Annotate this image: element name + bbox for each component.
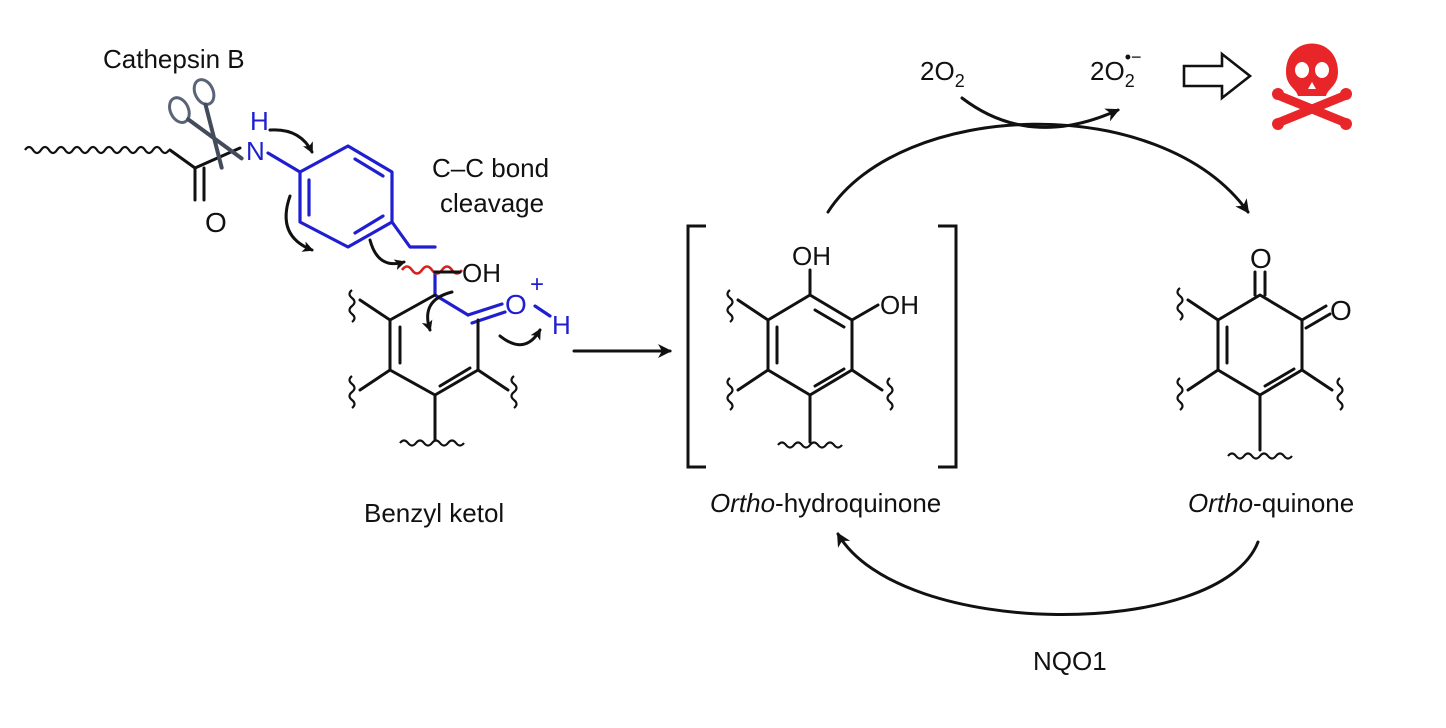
scissors-icon — [168, 78, 244, 170]
peptide-chain — [24, 145, 170, 155]
core-wavy-3 — [510, 375, 518, 409]
bond-cleavage-label-1: C–C bond — [432, 153, 549, 183]
nh-nitrogen: N — [246, 136, 265, 166]
electron-arrow-2 — [284, 194, 314, 252]
bracket-right — [938, 224, 958, 469]
hq-wavy-1 — [726, 289, 734, 323]
oxonium-h-bond — [533, 304, 552, 318]
superoxide-subscript: 2 — [1125, 71, 1135, 91]
skull-crossbones-icon — [1272, 43, 1352, 130]
hydroquinone-label-rest: -hydroquinone — [775, 488, 941, 518]
q-wavy-2 — [1176, 377, 1184, 411]
amide-carbonyl — [193, 166, 206, 202]
electron-arrow-4 — [421, 290, 454, 332]
hq-wavy-4 — [777, 441, 843, 449]
oxygen-side-arc — [960, 96, 1120, 129]
quinone-label-italic: Ortho — [1188, 488, 1253, 518]
superoxide-label: 2O2 •− — [1090, 47, 1142, 91]
q-wavy-4 — [1227, 452, 1293, 460]
electron-arrow-1 — [268, 128, 314, 154]
superoxide-main: 2O — [1090, 56, 1125, 86]
quinone-structure — [1186, 270, 1334, 452]
q-wavy-1 — [1176, 287, 1184, 321]
electron-arrow-5 — [498, 328, 542, 347]
nh-hydrogen: H — [250, 106, 269, 136]
cleavage-bond — [400, 265, 464, 275]
core-wavy-1 — [348, 289, 356, 323]
nqo1-label: NQO1 — [1033, 646, 1107, 676]
amide-oxygen: O — [205, 207, 227, 238]
oxygen-in-main: 2O — [920, 56, 955, 86]
bracket-left — [686, 224, 706, 469]
quinone-label: Ortho-quinone — [1188, 488, 1354, 518]
oxonium-charge: + — [530, 271, 544, 298]
oxygen-in-subscript: 2 — [955, 71, 965, 91]
q-oxygen-2: O — [1330, 295, 1352, 326]
hq-hydroxyl-1: OH — [792, 241, 831, 271]
nqo1-reduction-arc — [836, 532, 1260, 616]
quinone-label-rest: -quinone — [1253, 488, 1354, 518]
oxonium-hydrogen: H — [552, 310, 571, 340]
core-wavy-2 — [348, 375, 356, 409]
superoxide-superscript: •− — [1125, 47, 1142, 67]
electron-arrow-3 — [368, 238, 406, 270]
ketol-hydroxyl: OH — [462, 258, 501, 288]
hollow-arrow-icon — [1182, 51, 1253, 101]
oxidation-arc — [826, 122, 1250, 214]
enzyme-label: Cathepsin B — [103, 44, 245, 74]
hq-hydroxyl-2: OH — [880, 290, 919, 320]
oxygen-in-label: 2O2 — [920, 56, 965, 91]
oxonium-oxygen: O — [505, 289, 527, 320]
core-wavy-4 — [399, 439, 465, 447]
hydroquinone-label-italic: Ortho — [710, 488, 775, 518]
benzyl-ketol-label: Benzyl ketol — [364, 498, 504, 528]
hydroquinone-structure — [736, 268, 884, 444]
benzyl-ketol-core — [358, 293, 510, 442]
hq-wavy-3 — [886, 377, 894, 411]
q-oxygen-1: O — [1250, 243, 1272, 274]
bond-cleavage-label-2: cleavage — [440, 188, 544, 218]
hq-wavy-2 — [726, 377, 734, 411]
hydroquinone-label: Ortho-hydroquinone — [710, 488, 941, 518]
q-wavy-3 — [1336, 377, 1344, 411]
